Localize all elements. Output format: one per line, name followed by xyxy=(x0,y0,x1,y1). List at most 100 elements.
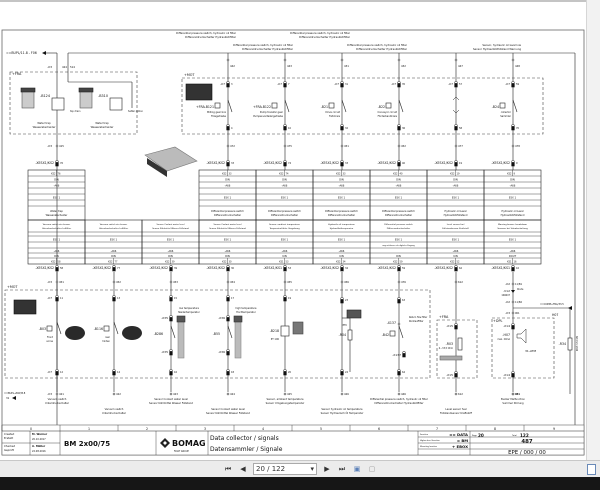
x14-connector xyxy=(511,373,515,378)
pin-number: 12 xyxy=(60,371,64,374)
sensor-connector xyxy=(226,317,230,322)
table-ks: KS2 xyxy=(279,173,284,176)
table-type: DIN xyxy=(225,254,230,258)
component-label-de: hinten xyxy=(102,340,110,343)
connector-label: -X35 xyxy=(161,350,168,354)
table-ks: KS2 xyxy=(51,173,56,176)
table-type: DIN xyxy=(396,254,401,258)
table-desc-en: Warning buzzer, breakdown xyxy=(498,223,528,226)
x7-connector xyxy=(55,297,59,302)
x7-connector xyxy=(340,299,344,304)
table-esx: ESX 1 xyxy=(509,196,517,200)
table-ks: KS2 xyxy=(51,261,56,264)
table-ks: KS2 xyxy=(393,173,398,176)
table-desc-de: Unterdruckschalter Luftfilter xyxy=(42,227,72,230)
total-value: 122 xyxy=(520,433,529,438)
table-type: UIN xyxy=(453,254,458,258)
connector-label: -X36 xyxy=(218,350,225,354)
pin-number: 11/B1 xyxy=(515,283,522,286)
sidebar-toggle-icon[interactable] xyxy=(587,464,596,475)
atm-label: 31-ATM xyxy=(525,349,536,353)
x7-connector xyxy=(283,126,287,131)
table-desc-en: Vacuum switch air cleaner xyxy=(100,223,128,226)
table-module: -A66 xyxy=(225,249,231,253)
checked-label: Checked xyxy=(4,444,15,448)
pin-number: 24 xyxy=(345,371,349,374)
previous-page-button[interactable]: ◀ xyxy=(240,465,246,473)
pin-number: 77 xyxy=(117,267,121,270)
terminal-icon xyxy=(397,58,401,62)
table-desc-en: Differential pressure switch xyxy=(211,210,244,213)
page-value: 20 xyxy=(478,433,484,438)
x3-label: -X3 xyxy=(47,65,52,69)
pin-number: 23 xyxy=(345,299,349,302)
pin-number: 39 xyxy=(174,267,178,270)
vertical-scrollbar[interactable] xyxy=(586,0,600,460)
mot-location-box xyxy=(181,77,544,135)
table-type: DOUT xyxy=(509,254,517,258)
bottom-label-en: Vacuum switch xyxy=(105,407,124,411)
ref-label-bat: ==BUPL+BAT/8.8 xyxy=(4,392,26,395)
table-module: -A66 xyxy=(396,184,402,188)
table-type: UIN xyxy=(282,254,287,258)
table-ks: KS1 xyxy=(279,261,284,264)
x137-connector xyxy=(402,353,406,358)
table-pin: 58 xyxy=(58,261,61,264)
water-trap-sensor-box xyxy=(109,97,123,111)
table-pin: 33 xyxy=(229,173,232,176)
terminal-icon xyxy=(283,280,287,284)
component-label-en: Pump transfer gear xyxy=(260,111,283,114)
single-page-view-icon[interactable]: ▣ xyxy=(353,465,361,473)
bottom-label-de: Sensor Kühlmittel Wasser Füllstand xyxy=(149,401,193,405)
bottom-label-en: Differential pressure switch, hydraulic … xyxy=(370,397,429,401)
component-label-en: Water trap xyxy=(37,121,51,125)
next-page-button[interactable]: ▶ xyxy=(324,465,330,473)
water-trap-filter-icon xyxy=(21,89,35,109)
x7-label: -X7 xyxy=(47,296,52,300)
table-desc-en: Differential pressure switch xyxy=(384,223,413,226)
chevron-down-icon[interactable]: ▾ xyxy=(310,465,314,473)
table-desc-de: Unterdruckschalter Luftfilter xyxy=(99,227,129,230)
wire-number: 456 xyxy=(344,280,349,284)
column-number: 9 xyxy=(553,427,555,431)
connector-label: -XESX1/KS2 xyxy=(434,266,453,270)
x7-connector xyxy=(55,371,59,376)
location-label-fra: +FRA xyxy=(12,72,22,76)
terminal-icon xyxy=(454,58,458,62)
terminal-icon xyxy=(283,392,287,396)
table-ks: KS2 xyxy=(222,261,227,264)
table-desc-de: Hydrauliköltemperatur xyxy=(330,227,354,230)
first-page-button[interactable]: ⏮ xyxy=(224,464,232,473)
pin-number: 31 xyxy=(345,83,349,86)
pin-number: 16 xyxy=(516,267,520,270)
table-pin: 19 xyxy=(457,173,460,176)
page-number-input[interactable]: 20 / 122 ▾ xyxy=(253,463,317,475)
wire-number: 426 xyxy=(344,392,349,396)
bottom-label-de: Summer Störung xyxy=(502,401,524,405)
total-label: Total xyxy=(512,434,517,437)
component-id: -B124 xyxy=(40,94,50,98)
bottom-label-en: Sensor Coolant water level xyxy=(154,397,188,401)
ptc-resistor-symbol xyxy=(347,329,353,341)
connector-label: -X2 xyxy=(505,300,510,304)
connector-label: -XESX1/KS2 xyxy=(377,266,396,270)
component-label-en: rear xyxy=(105,336,110,339)
table-ks: KS2 xyxy=(108,261,113,264)
switch-contact xyxy=(227,325,233,339)
terminal-icon xyxy=(340,58,344,62)
table-esx: ESX 1 xyxy=(167,238,175,242)
x7-connector xyxy=(283,371,287,376)
two-page-view-icon[interactable]: ▢ xyxy=(368,465,376,473)
top-label-en: Differential pressure switch, hydraulic … xyxy=(176,31,237,35)
bottom-label-en: Sensor hydraulic oil temperature xyxy=(321,407,363,411)
component-id: -H07 xyxy=(502,333,510,337)
created-label-de: Erstellt xyxy=(4,436,13,440)
x3-label: -X3 xyxy=(505,311,510,315)
table-desc-de: Sensor Kühlmittel Wasser Füllstand xyxy=(209,227,246,230)
table-desc-en: Level sensor fuel xyxy=(447,223,465,226)
xesx-connector xyxy=(397,267,401,272)
last-page-button[interactable]: ⏭ xyxy=(338,464,346,473)
column-number: 6 xyxy=(378,427,380,431)
ambient-sensor-photo xyxy=(346,309,362,319)
